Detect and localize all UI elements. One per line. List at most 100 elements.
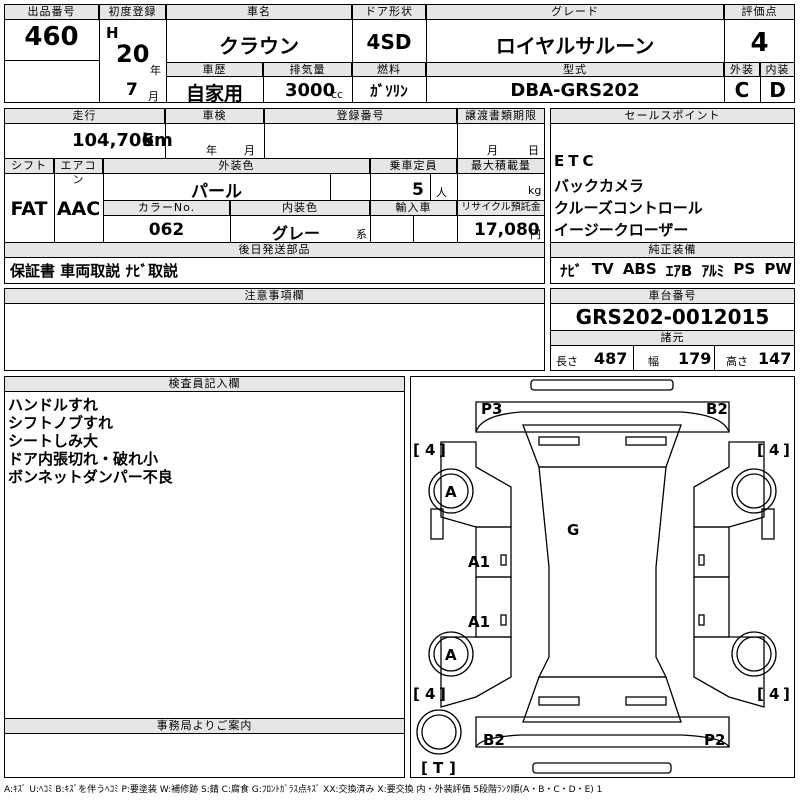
regno-label: 登録番号 bbox=[264, 108, 457, 124]
ext-grade: C bbox=[734, 78, 750, 102]
import-label: 輸入車 bbox=[370, 200, 457, 216]
equipment-label: 純正装備 bbox=[550, 242, 795, 258]
equipment-item: TV bbox=[591, 260, 614, 278]
shift-label: シフト bbox=[4, 158, 54, 174]
int-label: 内装 bbox=[760, 62, 795, 77]
int-grade: D bbox=[769, 78, 786, 102]
mark-b2-top: B2 bbox=[706, 400, 728, 418]
mark-a-front: A bbox=[445, 483, 457, 501]
car-history: 自家用 bbox=[185, 83, 243, 105]
tire-rr-bracket-close: ] bbox=[783, 685, 790, 703]
fuel-type: ｶﾞｿﾘﾝ bbox=[370, 82, 408, 100]
sales-item: バックカメラ bbox=[554, 177, 645, 195]
tire-rl: 4 bbox=[425, 685, 435, 703]
color-label: 外装色 bbox=[103, 158, 370, 174]
notes-label: 注意事項欄 bbox=[4, 288, 545, 304]
reg-month: 7 bbox=[126, 80, 138, 100]
equipment-item: PW bbox=[764, 260, 792, 278]
mark-g: G bbox=[567, 521, 579, 539]
load-label: 最大積載量 bbox=[457, 158, 545, 174]
year-unit: 年 bbox=[150, 64, 161, 77]
office-label: 事務局よりご案内 bbox=[4, 718, 405, 734]
tire-fr-bracket: [ bbox=[757, 441, 764, 459]
equipment-item: ｴｱB bbox=[665, 262, 693, 280]
sales-item: クルーズコントロール bbox=[554, 199, 703, 217]
model-label: 型式 bbox=[426, 62, 724, 77]
recycle-unit: 円 bbox=[530, 228, 541, 241]
mileage-label: 走行 bbox=[4, 108, 165, 124]
score-label: 評価点 bbox=[724, 4, 795, 20]
transfer-day: 日 bbox=[528, 144, 539, 157]
inspector-note: シートしみ大 bbox=[8, 432, 99, 450]
cc-unit: cc bbox=[331, 88, 344, 101]
docs: 保証書 車両取説 ﾅﾋﾞ取説 bbox=[10, 262, 178, 280]
tire-fr: 4 bbox=[769, 441, 779, 459]
spec-label: 諸元 bbox=[550, 330, 795, 346]
recycle-label: リサイクル預託金 bbox=[457, 200, 545, 216]
grade: ロイヤルサルーン bbox=[495, 34, 655, 58]
month-unit: 月 bbox=[148, 90, 159, 103]
history-label: 車歴 bbox=[166, 62, 263, 77]
equipment-item: ABS bbox=[622, 260, 657, 278]
door-type: 4SD bbox=[366, 30, 412, 54]
inspector-note: ボンネットダンパー不良 bbox=[8, 468, 173, 486]
ext-label: 外装 bbox=[724, 62, 760, 77]
interior-label: 内装色 bbox=[230, 200, 370, 216]
inspector-note: ドア内張切れ・破れ小 bbox=[8, 450, 159, 468]
colorno-label: カラーNo. bbox=[103, 200, 230, 216]
capacity-label: 乗車定員 bbox=[370, 158, 457, 174]
sales-item: ETC bbox=[554, 152, 598, 170]
height: 147 bbox=[758, 349, 792, 368]
inspector-label: 検査員記入欄 bbox=[4, 376, 405, 392]
length: 487 bbox=[594, 349, 628, 368]
equipment-item: PS bbox=[733, 260, 756, 278]
reg-year: 20 bbox=[116, 40, 150, 68]
displacement: 3000 bbox=[285, 80, 336, 101]
sales-item: イージークローザー bbox=[554, 221, 689, 239]
inspector-note: ハンドルすれ bbox=[8, 396, 99, 414]
capacity-unit: 人 bbox=[436, 186, 447, 199]
tire-rr-bracket: [ bbox=[757, 685, 764, 703]
capacity: 5 bbox=[412, 180, 424, 200]
mark-a1-rear: A1 bbox=[468, 613, 490, 631]
equipment-item: ｱﾙﾐ bbox=[701, 262, 725, 280]
width: 179 bbox=[678, 349, 712, 368]
recycle-fee: 17,080 bbox=[474, 220, 540, 240]
tire-fl: 4 bbox=[425, 441, 435, 459]
color-number: 062 bbox=[148, 220, 185, 240]
transfer-month: 月 bbox=[487, 144, 498, 157]
docs-label: 後日発送部品 bbox=[4, 242, 545, 258]
spare-bracket: [ bbox=[421, 759, 428, 777]
shift: FAT bbox=[10, 198, 48, 220]
car-diagram: P3 B2 B2 P2 G A A A1 A1 [ 4 ] [ 4 ] [ 4 … bbox=[410, 376, 795, 778]
sales-label: セールスポイント bbox=[550, 108, 795, 124]
load-unit: kg bbox=[528, 184, 542, 197]
transfer-label: 譲渡書類期限 bbox=[457, 108, 545, 124]
equipment-item: ﾅﾋﾞ bbox=[560, 262, 583, 280]
body-color: パール bbox=[191, 182, 242, 202]
tire-fl-bracket-close: ] bbox=[439, 441, 446, 459]
tire-fl-bracket: [ bbox=[413, 441, 420, 459]
first-reg-label: 初度登録 bbox=[99, 4, 166, 20]
fuel-label: 燃料 bbox=[352, 62, 426, 77]
equipment-list: ﾅﾋﾞ TV ABS ｴｱB ｱﾙﾐ PS PW bbox=[560, 260, 792, 281]
mark-p2: P2 bbox=[704, 731, 725, 749]
cc-label: 排気量 bbox=[263, 62, 352, 77]
inspector-note: シフトノブすれ bbox=[8, 414, 114, 432]
score: 4 bbox=[750, 28, 769, 58]
mark-p3: P3 bbox=[481, 400, 502, 418]
mark-b2-bottom: B2 bbox=[483, 731, 505, 749]
interior-color: グレー bbox=[272, 224, 321, 243]
mark-a-rear: A bbox=[445, 646, 457, 664]
width-label: 幅 bbox=[648, 355, 659, 368]
tire-rl-bracket: [ bbox=[413, 685, 420, 703]
lot-label: 出品番号 bbox=[4, 4, 99, 20]
spare-bracket-close: ] bbox=[449, 759, 456, 777]
length-label: 長さ bbox=[556, 355, 578, 368]
door-label: ドア形状 bbox=[352, 4, 426, 20]
tire-fr-bracket-close: ] bbox=[783, 441, 790, 459]
tire-rr: 4 bbox=[769, 685, 779, 703]
era: H bbox=[106, 24, 119, 42]
mark-a1-front: A1 bbox=[468, 553, 490, 571]
insp-month-unit: 月 bbox=[244, 144, 255, 157]
